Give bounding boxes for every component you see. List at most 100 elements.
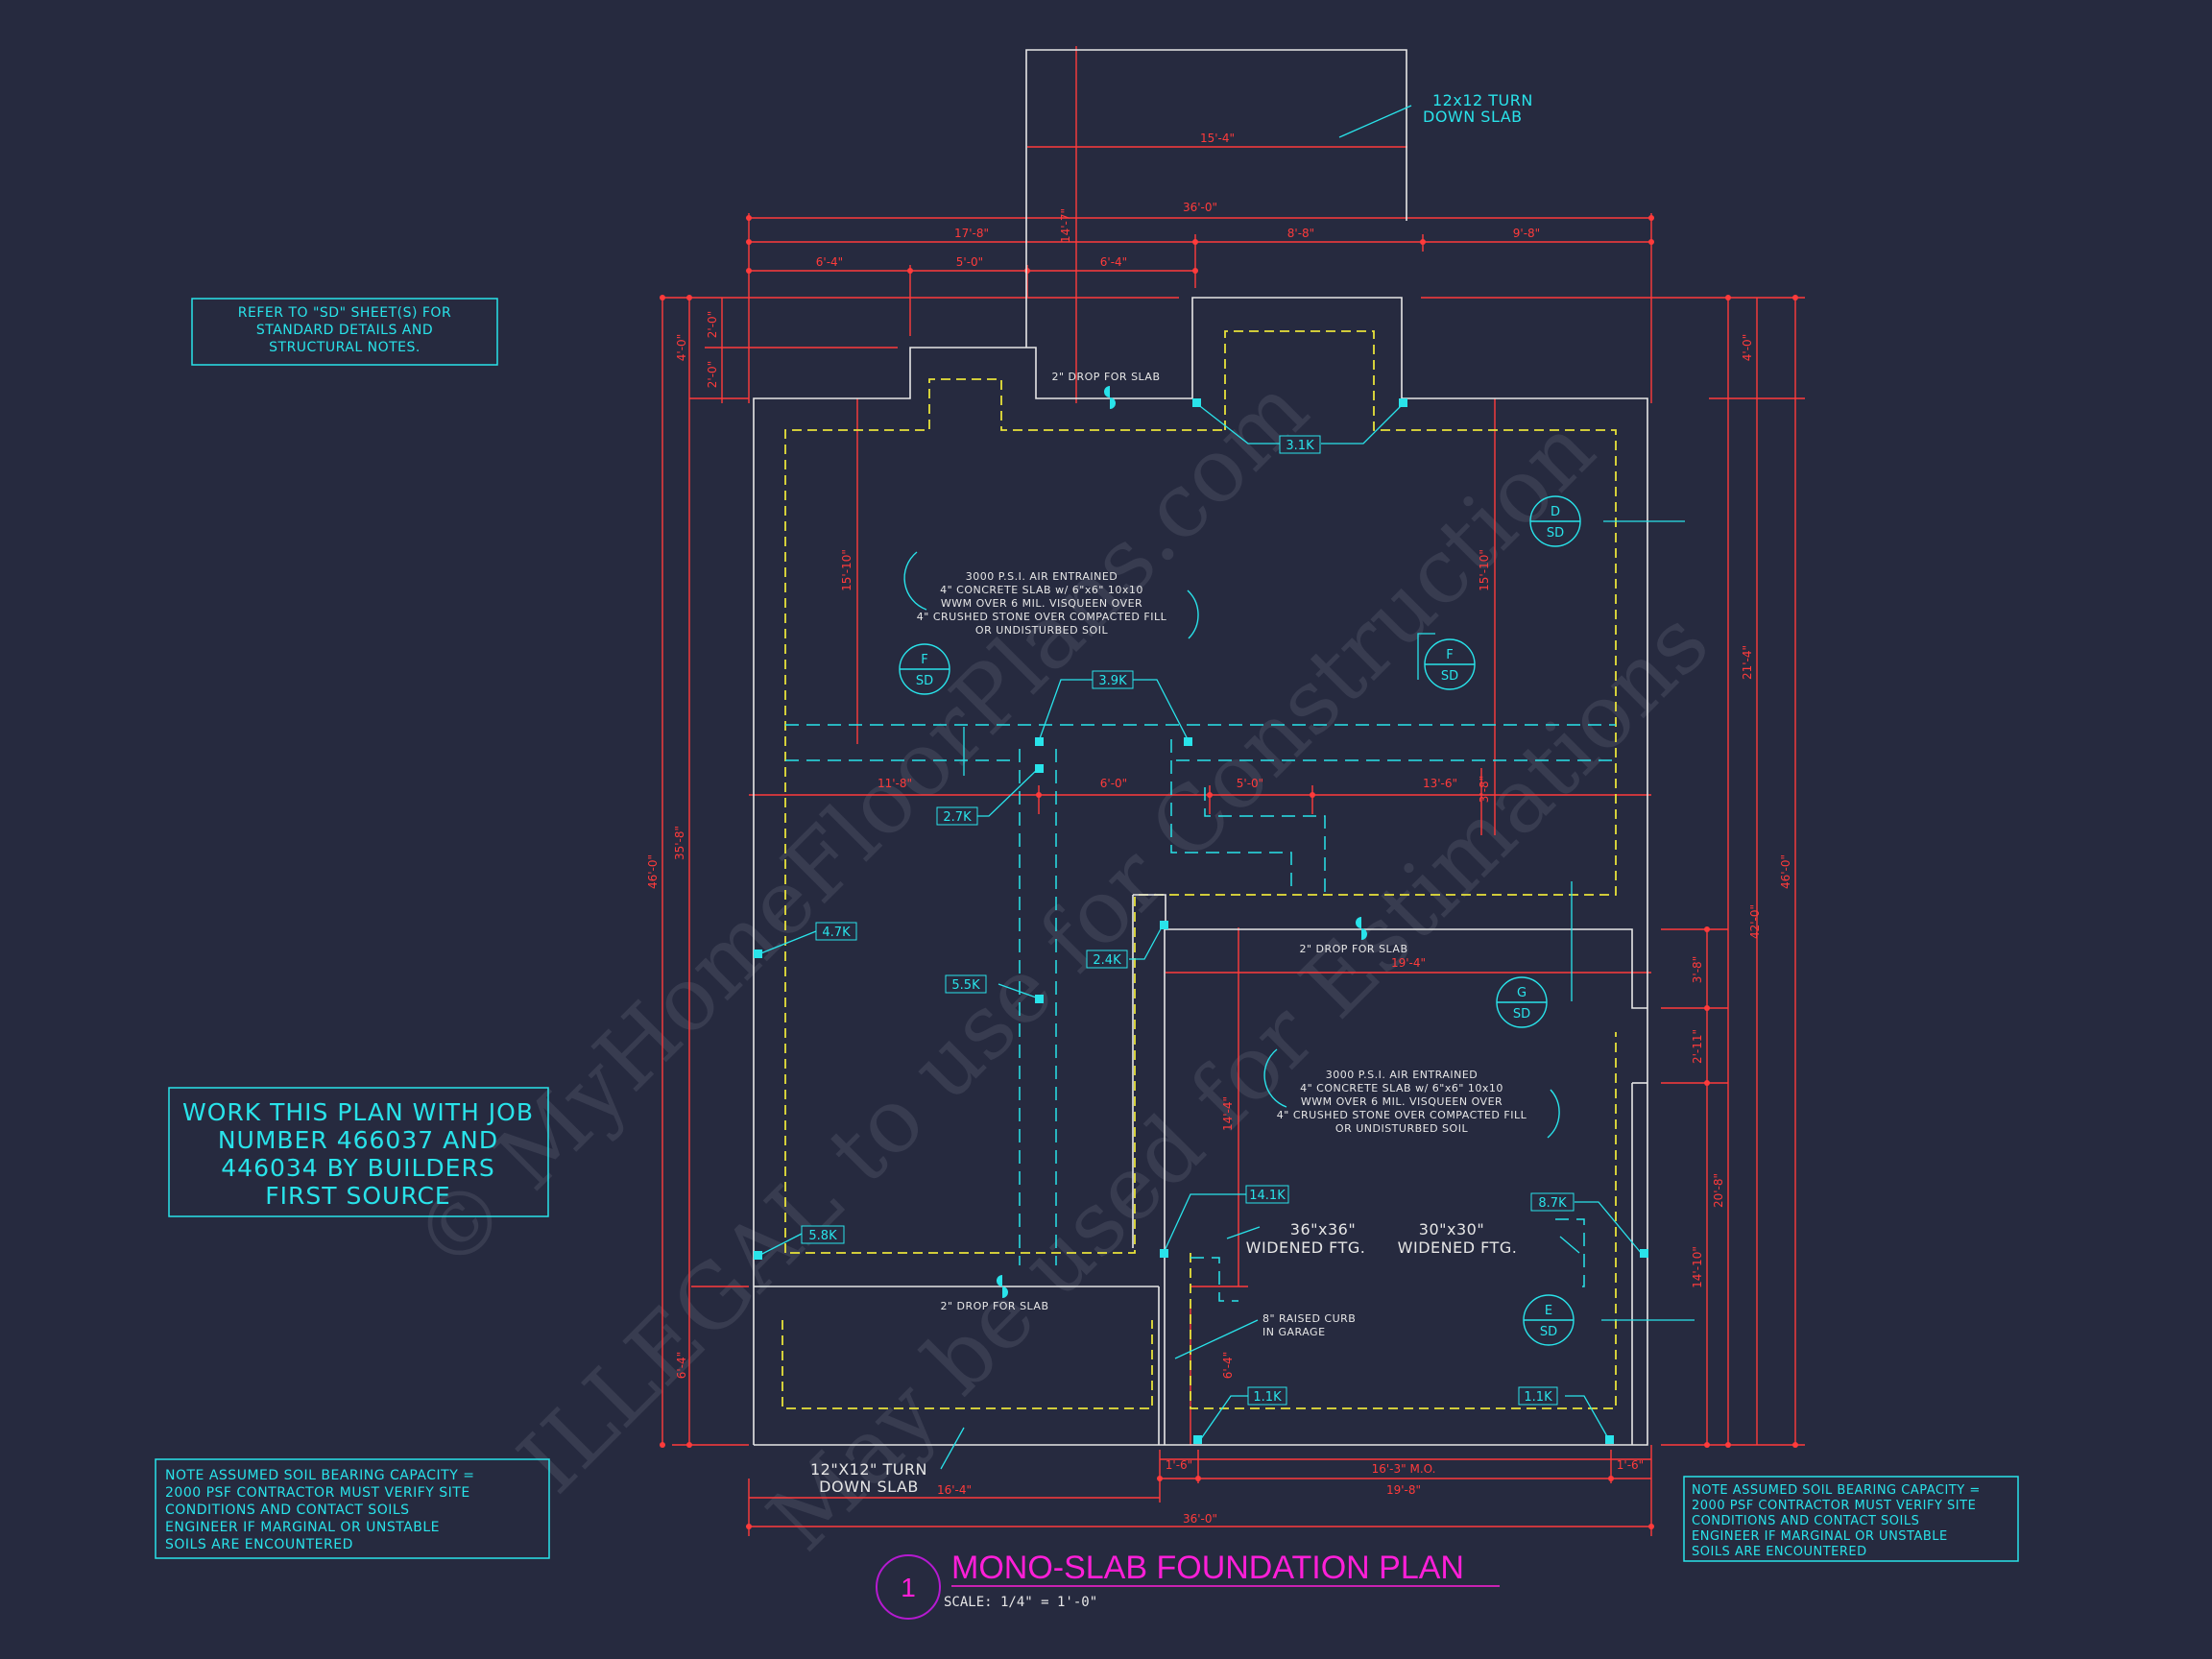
dim-mid-2: 6'-0" <box>1100 777 1127 790</box>
widened-36-1: 36"x36" <box>1290 1220 1356 1238</box>
dim-mid-small: 3'-8" <box>1478 776 1491 803</box>
dim-top-sub-2: 5'-0" <box>956 255 983 269</box>
dim-top-3: 9'-8" <box>1513 227 1540 240</box>
slab-garage-3: WWM OVER 6 MIL. VISQUEEN OVER <box>1301 1095 1503 1108</box>
slab-main-5: OR UNDISTURBED SOIL <box>975 624 1109 637</box>
title-scale: SCALE: 1/4" = 1'-0" <box>944 1595 1097 1610</box>
dim-porch-depth: 14'-7" <box>1059 208 1072 243</box>
soil-left-line-2: 2000 PSF CONTRACTOR MUST VERIFY SITE <box>165 1485 470 1501</box>
footing-lines <box>781 330 1617 1409</box>
work-plan-line-3: 446034 BY BUILDERS <box>221 1154 494 1182</box>
load-tag: 8.7K <box>1530 1192 1575 1212</box>
load-tag: 1.1K <box>1518 1386 1558 1406</box>
dim-left-bottom: 6'-4" <box>675 1352 688 1379</box>
load-value: 3.1K <box>1286 439 1314 453</box>
slab-garage-5: OR UNDISTURBED SOIL <box>1335 1122 1469 1135</box>
dim-overall-bottom: 36'-0" <box>1183 1512 1217 1526</box>
dim-right-garage-2: 2'-11" <box>1691 1029 1704 1064</box>
dim-garage-width: 19'-4" <box>1391 956 1426 970</box>
section-sheet: SD <box>1547 526 1564 541</box>
section-marker-labels: D SD F SD F SD G SD E SD <box>916 505 1564 1339</box>
section-sheet: SD <box>1540 1325 1557 1339</box>
slab-garage-4: 4" CRUSHED STONE OVER COMPACTED FILL <box>1277 1109 1527 1121</box>
dim-right-outer-4: 42'-0" <box>1748 904 1762 939</box>
work-plan-line-2: NUMBER 466037 AND <box>218 1126 498 1154</box>
soil-left-line-5: SOILS ARE ENCOUNTERED <box>165 1537 353 1552</box>
load-tag: 5.8K <box>801 1225 845 1244</box>
section-letter: D <box>1551 505 1560 519</box>
widened-30-2: WIDENED FTG. <box>1398 1238 1518 1257</box>
dim-left-overall-2: 35'-8" <box>673 826 686 860</box>
load-tag: 2.4K <box>1086 950 1128 969</box>
slab-garage-1: 3000 P.S.I. AIR ENTRAINED <box>1326 1069 1479 1081</box>
refer-sd-line-2: STANDARD DETAILS AND <box>256 323 433 338</box>
note-work-plan: WORK THIS PLAN WITH JOB NUMBER 466037 AN… <box>168 1087 549 1217</box>
soil-left-line-3: CONDITIONS AND CONTACT SOILS <box>165 1503 410 1518</box>
dimension-lines <box>661 46 1805 1536</box>
section-letter: F <box>921 653 927 667</box>
dim-garage-curb: 6'-4" <box>1221 1352 1235 1379</box>
refer-sd-line-3: STRUCTURAL NOTES. <box>269 340 421 355</box>
widened-36-2: WIDENED FTG. <box>1246 1238 1366 1257</box>
slab-garage-2: 4" CONCRETE SLAB w/ 6"x6" 10x10 <box>1300 1082 1503 1094</box>
load-tag: 3.9K <box>1092 670 1134 689</box>
dim-bottom-garage: 19'-8" <box>1386 1483 1421 1497</box>
note-soil-left: NOTE ASSUMED SOIL BEARING CAPACITY = 200… <box>155 1458 550 1559</box>
load-tag: 1.1K <box>1247 1386 1287 1406</box>
dimension-ticks <box>660 215 1798 1529</box>
load-value: 4.7K <box>822 926 851 940</box>
dim-right-outer-2: 21'-4" <box>1741 645 1754 680</box>
dim-interior-v-1: 15'-10" <box>840 549 854 591</box>
dim-top-sub-1: 6'-4" <box>816 255 843 269</box>
soil-left-line-4: ENGINEER IF MARGINAL OR UNSTABLE <box>165 1520 440 1535</box>
note-refer-sd: REFER TO "SD" SHEET(S) FOR STANDARD DETA… <box>191 298 498 366</box>
load-tag: 2.7K <box>936 806 978 826</box>
load-tag: 14.1K <box>1245 1185 1289 1204</box>
work-plan-line-1: WORK THIS PLAN WITH JOB <box>182 1098 534 1126</box>
dim-right-garage-4: 14'-10" <box>1691 1246 1704 1288</box>
turn-down-top-1: 12x12 TURN <box>1432 91 1533 109</box>
dim-mid-3: 5'-0" <box>1237 777 1263 790</box>
dim-interior-v-2: 15'-10" <box>1478 549 1491 591</box>
dim-left-small-3: 2'-0" <box>706 361 719 388</box>
slab-note-arcs <box>903 551 1560 1139</box>
dim-right-garage-1: 3'-8" <box>1691 956 1704 983</box>
section-sheet: SD <box>1513 1007 1530 1022</box>
dim-overall-top: 36'-0" <box>1183 201 1217 214</box>
dim-right-outer-3: 46'-0" <box>1779 854 1792 889</box>
load-value: 1.1K <box>1524 1390 1552 1405</box>
dim-top-sub-3: 6'-4" <box>1100 255 1127 269</box>
slab-main-4: 4" CRUSHED STONE OVER COMPACTED FILL <box>917 611 1167 623</box>
load-tag: 5.5K <box>945 974 987 994</box>
work-plan-line-4: FIRST SOURCE <box>265 1182 450 1210</box>
section-markers <box>899 495 1581 1346</box>
load-tag: 4.7K <box>815 922 857 941</box>
load-value: 2.4K <box>1093 953 1121 968</box>
turn-down-bottom-2: DOWN SLAB <box>819 1478 919 1496</box>
load-value: 14.1K <box>1249 1189 1286 1203</box>
drop-slab-2: 2" DROP FOR SLAB <box>1299 943 1407 955</box>
drop-slab-1: 2" DROP FOR SLAB <box>1051 371 1160 383</box>
soil-right-line-1: NOTE ASSUMED SOIL BEARING CAPACITY = <box>1692 1483 1981 1498</box>
dim-mid-4: 13'-6" <box>1423 777 1457 790</box>
dimension-labels: 15'-4" 36'-0" 17'-8" 8'-8" 9'-8" 6'-4" 5… <box>646 132 1792 1526</box>
drop-slab-3: 2" DROP FOR SLAB <box>940 1300 1048 1312</box>
turn-down-top-2: DOWN SLAB <box>1423 108 1523 126</box>
section-sheet: SD <box>1441 669 1458 684</box>
load-tag: 3.1K <box>1279 435 1321 454</box>
slab-main-2: 4" CONCRETE SLAB w/ 6"x6" 10x10 <box>940 584 1143 596</box>
annotations: 12x12 TURN DOWN SLAB 2" DROP FOR SLAB 2"… <box>810 91 1533 1496</box>
soil-left-line-1: NOTE ASSUMED SOIL BEARING CAPACITY = <box>165 1468 474 1483</box>
section-letter: F <box>1446 648 1453 662</box>
title-block: 1 MONO-SLAB FOUNDATION PLAN SCALE: 1/4" … <box>876 1550 1500 1620</box>
dim-right-garage-3: 20'-8" <box>1712 1173 1725 1208</box>
slab-main-3: WWM OVER 6 MIL. VISQUEEN OVER <box>941 597 1142 610</box>
section-marker <box>1529 495 1581 547</box>
title-text: MONO-SLAB FOUNDATION PLAN <box>951 1550 1464 1586</box>
dim-left-small-1: 4'-0" <box>675 334 688 361</box>
dim-left-small-2: 2'-0" <box>706 311 719 338</box>
dim-top-2: 8'-8" <box>1287 227 1314 240</box>
load-value: 3.9K <box>1098 674 1127 688</box>
